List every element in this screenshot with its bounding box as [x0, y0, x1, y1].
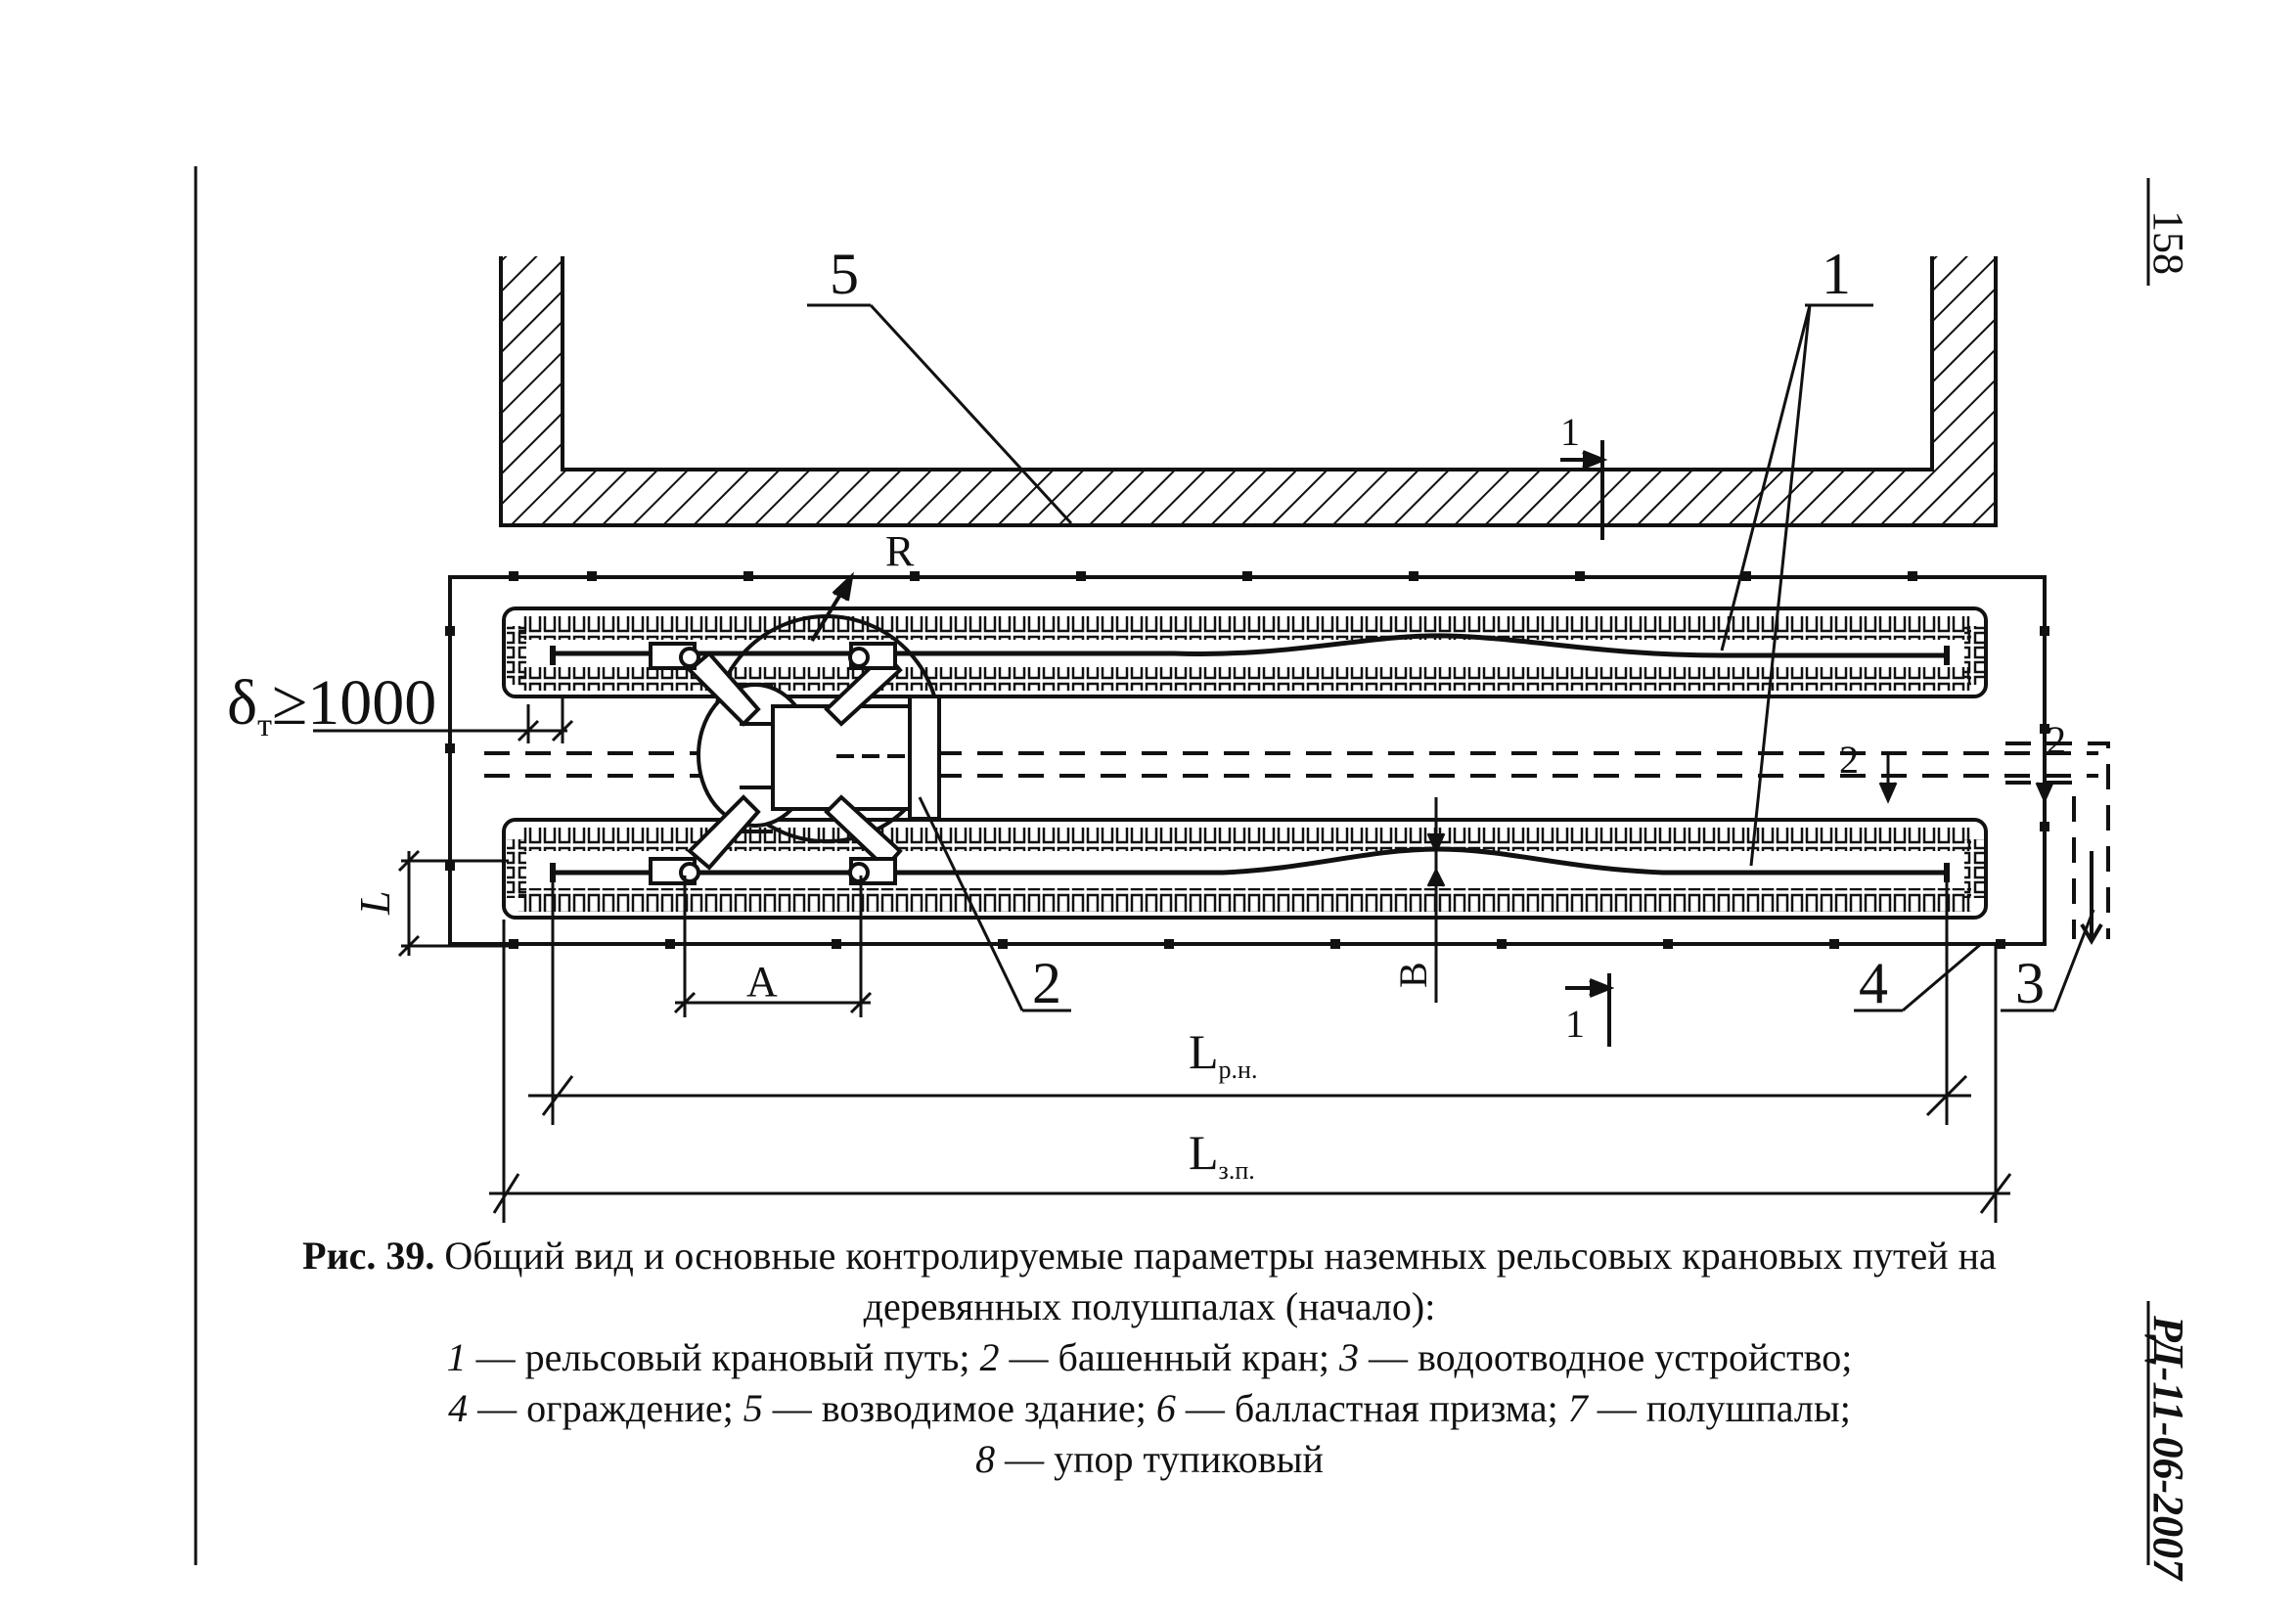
label-section-2-left: 2 [1839, 738, 1859, 782]
legend-text: — ограждение; [468, 1386, 743, 1430]
label-dim-L: L [351, 891, 399, 916]
document-code: РД-11-06-2007 [2144, 1316, 2192, 1581]
section-mark-bottom [1565, 973, 1615, 1047]
legend-text: — полушпалы; [1587, 1386, 1851, 1430]
label-rails-1: 1 [1822, 242, 1851, 306]
legend-text: — водоотводное устройство; [1359, 1335, 1853, 1379]
legend-number: 8 [975, 1437, 996, 1481]
label-section-1-top: 1 [1560, 410, 1580, 454]
caption-legend-line-1: 1 — рельсовый крановый путь; 2 — башенны… [274, 1332, 2025, 1383]
legend-number: 5 [743, 1386, 763, 1430]
legend-text: — упор тупиковый [995, 1437, 1324, 1481]
section-2-marks [1878, 753, 2054, 804]
page-side-marks: 158 РД-11-06-2007 [2133, 0, 2211, 1617]
caption-legend-line-3: 8 — упор тупиковый [274, 1434, 2025, 1485]
legend-text: — балластная призма; [1175, 1386, 1568, 1430]
legend-number: 4 [448, 1386, 469, 1430]
figure-caption: Рис. 39. Общий вид и основные контролиру… [274, 1231, 2025, 1485]
label-dim-B: В [1391, 962, 1435, 988]
legend-number: 1 [446, 1335, 467, 1379]
legend-number: 7 [1567, 1386, 1588, 1430]
leader-lines [807, 303, 2095, 1012]
label-building-5: 5 [830, 242, 859, 306]
tower-crane [649, 571, 944, 885]
label-crane-2: 2 [1032, 951, 1061, 1015]
section-mark-top [1560, 440, 1608, 540]
label-dim-Lzp: Lз.п. [1189, 1125, 1255, 1185]
legend-number: 3 [1339, 1335, 1360, 1379]
dimension-lines [313, 695, 2012, 1223]
label-fence-4: 4 [1859, 951, 1888, 1015]
label-dim-A: A [746, 958, 778, 1006]
building-outline [499, 256, 1998, 527]
label-drain-3: 3 [2015, 951, 2045, 1015]
caption-legend-line-2: 4 — ограждение; 5 — возводимое здание; 6… [274, 1383, 2025, 1434]
label-radius-R: R [885, 527, 915, 575]
page-number-rule [2146, 178, 2150, 1565]
label-dim-Lrn: Lр.н. [1189, 1024, 1257, 1084]
drawing-labels: 5 1 1 R 2 2 δт≥1000 L A 2 В 1 4 3 Lр.н. … [227, 242, 2066, 1185]
label-section-2-right: 2 [2047, 718, 2066, 762]
legend-text: — башенный кран; [999, 1335, 1340, 1379]
caption-title: Рис. 39. Общий вид и основные контролиру… [274, 1231, 2025, 1332]
caption-title-text: Общий вид и основные контролируемые пара… [444, 1234, 1997, 1328]
label-section-1-bottom: 1 [1565, 1002, 1585, 1046]
legend-number: 2 [979, 1335, 1000, 1379]
legend-number: 6 [1155, 1386, 1176, 1430]
label-clearance: δт≥1000 [227, 667, 436, 743]
legend-text: — возводимое здание; [762, 1386, 1156, 1430]
caption-figure-label: Рис. 39. [302, 1234, 435, 1278]
legend-text: — рельсовый крановый путь; [466, 1335, 980, 1379]
